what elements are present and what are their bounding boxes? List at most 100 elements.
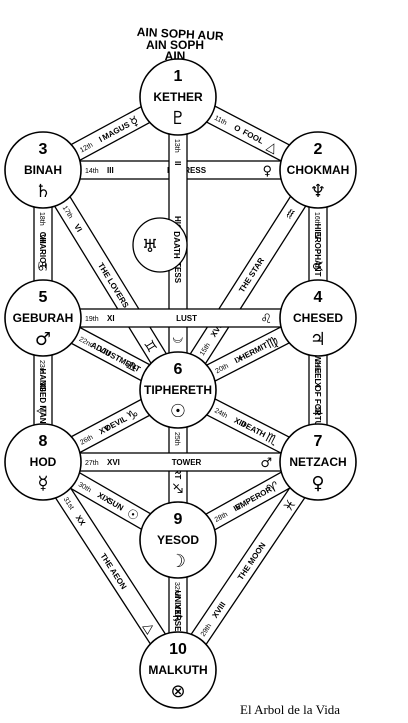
ain-soph-label: AIN SOPH [146, 38, 204, 52]
sephira-name: YESOD [157, 533, 199, 547]
path-numeral: IV [232, 501, 244, 513]
sephira-name: CHESED [293, 311, 343, 325]
path-tower: 27th XVI TOWER ♂ [42, 452, 319, 472]
path-numeral: XI [107, 314, 115, 323]
planet-icon: ♇ [170, 108, 186, 129]
sephira-number: 10 [169, 641, 187, 658]
sephira-circle [279, 279, 357, 357]
sephira-number: 7 [314, 433, 323, 450]
planet-icon: ☽ [170, 551, 186, 572]
path-numeral: X [313, 382, 322, 388]
path-number: 27th [85, 460, 99, 467]
path-symbol-icon: ♂ [260, 456, 272, 471]
sephira-name: MALKUTH [148, 663, 207, 677]
daath: ♅ DAATH [132, 217, 188, 273]
sephira-circle [279, 131, 357, 209]
planet-icon: ♂ [35, 329, 51, 350]
sephira-circle [139, 501, 217, 579]
daath-circle [132, 217, 188, 273]
path-symbol-icon: ♌ [260, 312, 272, 327]
daath-label: DAATH [172, 231, 181, 259]
path-number: 16th [313, 212, 320, 226]
sephira-number: 2 [314, 141, 323, 158]
sephira-circle [4, 279, 82, 357]
path-numeral: VI [72, 222, 84, 233]
planet-icon: ⊗ [170, 681, 185, 702]
sephira-name: TIPHERETH [144, 383, 212, 397]
sephira-circle [139, 351, 217, 429]
path-symbol-icon: ♀ [262, 164, 272, 179]
path-symbol-icon: ♃ [309, 404, 324, 416]
sephira-name: NETZACH [289, 455, 346, 469]
path-label: UNIVERSE [173, 591, 182, 633]
path-symbol-icon: ♉ [309, 260, 324, 272]
path-label: HIEROPHANT [313, 224, 322, 277]
path-symbol-icon: ♋ [34, 260, 49, 272]
sephira-name: CHOKMAH [287, 163, 350, 177]
path-numeral: IX [233, 353, 244, 365]
path-numeral: O [232, 123, 242, 134]
path-number: 21st [313, 360, 320, 373]
planet-icon: ☿ [37, 473, 48, 494]
path-number: 23rd [38, 360, 45, 374]
sephira-number: 4 [314, 289, 323, 306]
sephira-name: KETHER [153, 90, 203, 104]
sephira-name: BINAH [24, 163, 62, 177]
path-numeral: I [97, 135, 103, 144]
path-label: HANGED MAN [38, 368, 47, 423]
sephira-circle [139, 58, 217, 136]
sephira-name: GEBURAH [13, 311, 74, 325]
path-symbol-icon: ♐ [169, 482, 184, 494]
path-numeral: V [313, 234, 322, 240]
path-numeral: XXI [173, 604, 182, 617]
path-label: WHEEL OF FORTUNE [313, 355, 322, 439]
path-numeral: XVI [107, 458, 120, 467]
sephira-number: 5 [39, 289, 48, 306]
sephira-number: 3 [39, 141, 48, 158]
path-number: 13th [173, 139, 180, 153]
path-lust: 19th XI LUST ♌ [42, 308, 319, 328]
sephira-circle [139, 631, 217, 709]
path-numeral: II [173, 161, 182, 165]
sephira-number: 6 [174, 361, 183, 378]
planet-icon: ♆ [310, 181, 326, 202]
sephira-circle [4, 423, 82, 501]
path-numeral: III [107, 166, 114, 175]
path-number: 19th [85, 316, 99, 323]
path-label: LUST [176, 314, 197, 323]
path-symbol-icon: ☽ [169, 332, 184, 344]
sephira-number: 9 [174, 511, 183, 528]
sephira-circle [4, 131, 82, 209]
path-label: TOWER [172, 458, 202, 467]
path-symbol-icon: ▽ [34, 406, 49, 416]
sephira-number: 8 [39, 433, 48, 450]
planet-icon: ♀ [311, 473, 324, 494]
sephira-name: HOD [30, 455, 57, 469]
path-number: 25th [173, 432, 180, 446]
path-number: 18th [38, 212, 45, 226]
sephira-circle [279, 423, 357, 501]
path-symbol-icon: ♄ [169, 612, 184, 624]
planet-icon: ♃ [310, 329, 326, 350]
sephira-number: 1 [174, 68, 183, 85]
planet-icon: ♄ [35, 181, 51, 202]
ain-soph-aur-label: AIN SOPH AUR [136, 25, 224, 44]
uranus-icon: ♅ [142, 236, 158, 257]
caption: El Arbol de la Vida [240, 702, 340, 717]
path-number: 32nd [173, 582, 180, 598]
path-label: CHARIOT [38, 232, 47, 269]
path-numeral: VII [38, 234, 47, 244]
planet-icon: ☉ [170, 401, 186, 422]
